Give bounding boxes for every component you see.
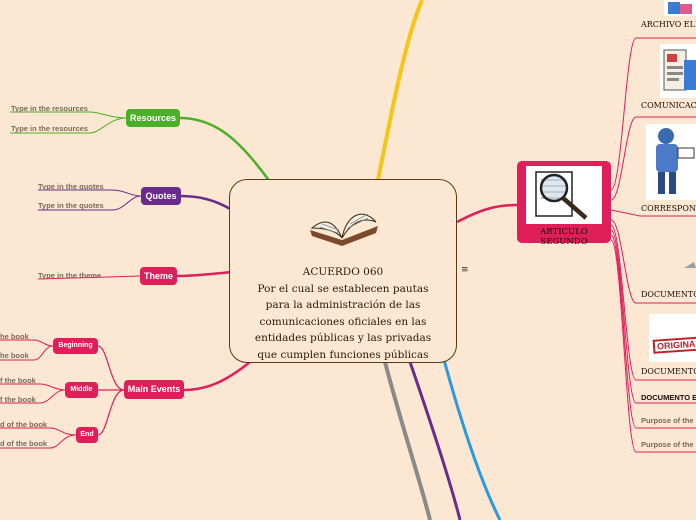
middle-node[interactable]: Middle (65, 382, 98, 398)
open-book-icon (306, 200, 382, 248)
menu-icon[interactable]: ≡ (461, 265, 469, 275)
comunicaciones-label[interactable]: COMUNICACIONE (641, 101, 696, 110)
quotes-node[interactable]: Quotes (141, 187, 181, 205)
central-title-line: Por el cual se establecen pautas (230, 281, 456, 298)
central-title-line: ACUERDO 060 (230, 264, 456, 281)
purpose-leaf[interactable]: Purpose of the (641, 440, 694, 449)
magnifier-document-icon (526, 166, 602, 224)
end-node[interactable]: End (76, 427, 98, 443)
purpose-leaf[interactable]: Purpose of the (641, 416, 694, 425)
documento-label[interactable]: DOCUMENTO (641, 290, 696, 299)
main-events-node[interactable]: Main Events (124, 380, 184, 399)
resources-node[interactable]: Resources (126, 109, 180, 127)
central-topic[interactable]: ACUERDO 060 Por el cual se establecen pa… (229, 179, 457, 363)
theme-node[interactable]: Theme (140, 267, 177, 285)
correspondencia-label[interactable]: CORRESPONDE (641, 204, 696, 213)
beginning-leaf[interactable]: he book (0, 351, 29, 360)
beginning-node[interactable]: Beginning (53, 338, 98, 354)
newspaper-icon (660, 44, 696, 98)
central-title-line: comunicaciones oficiales en las (230, 314, 456, 331)
archivo-label[interactable]: ARCHIVO ELEC (641, 20, 696, 29)
documento-e-label[interactable]: DOCUMENTO E (641, 393, 696, 402)
beginning-leaf[interactable]: he book (0, 332, 29, 341)
article-label: ARTICULO SEGUNDO (517, 227, 611, 247)
middle-leaf[interactable]: f the book (0, 395, 36, 404)
mail-carrier-icon (646, 124, 696, 200)
central-title-line: que cumplen funciones públicas (230, 347, 456, 364)
quotes-leaf[interactable]: Type in the quotes (38, 182, 104, 191)
correspondencia-image (646, 124, 696, 200)
document-icon (682, 258, 696, 272)
article-image (526, 166, 602, 224)
resources-leaf[interactable]: Type in the resources (11, 124, 88, 133)
documento-label[interactable]: DOCUMENTO (641, 367, 696, 376)
article-node[interactable]: ARTICULO SEGUNDO (517, 161, 611, 243)
theme-leaf[interactable]: Type in the theme (38, 271, 101, 280)
end-leaf[interactable]: d of the book (0, 439, 47, 448)
central-title: ACUERDO 060 Por el cual se establecen pa… (230, 264, 456, 363)
original-image: ORIGINAL (649, 314, 696, 362)
end-leaf[interactable]: d of the book (0, 420, 47, 429)
central-title-line: entidades públicas y las privadas (230, 330, 456, 347)
stacked-files-icon (664, 0, 696, 16)
resources-leaf[interactable]: Type in the resources (11, 104, 88, 113)
comunicaciones-image (660, 44, 696, 98)
original-stamp: ORIGINAL (653, 336, 696, 354)
archivo-image (664, 0, 696, 16)
quotes-leaf[interactable]: Type in the quotes (38, 201, 104, 210)
middle-leaf[interactable]: f the book (0, 376, 36, 385)
central-title-line: para la administración de las (230, 297, 456, 314)
